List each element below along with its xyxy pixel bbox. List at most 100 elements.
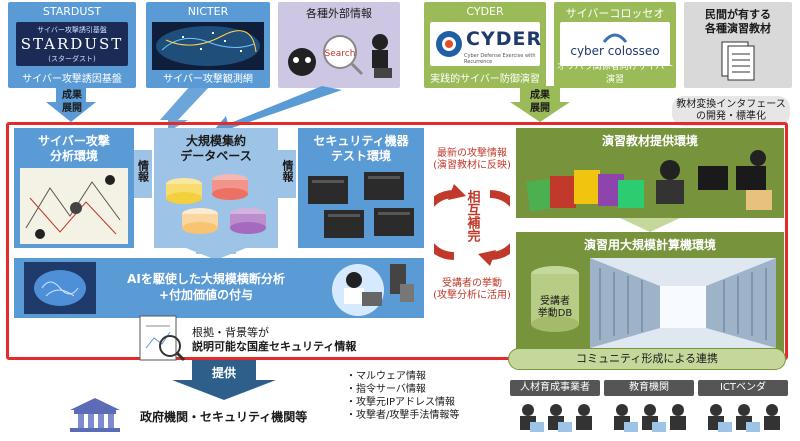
exercise-material-panel: 演習教材提供環境: [516, 128, 784, 218]
down-arrow-head: [186, 248, 246, 260]
mutual-cycle-arrows: [434, 184, 510, 266]
ai-analysis-panel: AIを駆使した大規模横断分析 +付加価値の付与: [14, 258, 424, 318]
colosseo-logo-box: cyber colosseo: [560, 22, 670, 66]
community-title: コミュニティ形成による連携: [575, 352, 718, 365]
provide-label: 提供: [211, 366, 236, 380]
info-item: ・指令サーバ情報: [346, 384, 426, 395]
instructor-icon: [656, 150, 772, 210]
security-test-title-1: セキュリティ機器: [313, 134, 409, 148]
learner-db-cylinder-icon: [531, 266, 579, 332]
green-down-arrow: [620, 218, 680, 232]
teaching-books-icon: [526, 170, 644, 212]
documents-icon: [721, 41, 755, 81]
colosseo-title: サイバーコロッセオ: [565, 7, 665, 20]
private-title-line2: 各種演習教材: [705, 22, 771, 35]
colosseo-sub: オリパラ関係者向けサイバー演習: [556, 62, 674, 85]
stardust-title: STARDUST: [42, 5, 102, 18]
supercomputer-room-icon: [590, 258, 776, 348]
government-label: 政府機関・セキュリティ機関等: [140, 410, 308, 424]
big-db-title-1: 大規模集約: [185, 134, 246, 148]
stardust-sub: サイバー攻撃誘因基盤: [22, 74, 122, 85]
big-db-title-2: データベース: [180, 149, 252, 163]
ai-title-1: AIを駆使した大規模横断分析: [127, 272, 285, 286]
cyber-analysis-panel: サイバー攻撃 分析環境: [14, 128, 134, 248]
cyder-emblem-icon: [436, 31, 462, 57]
exercise-material-title: 演習教材提供環境: [601, 134, 698, 148]
hacker-search-icon: Search: [288, 34, 392, 78]
exercise-compute-panel: 演習用大規模計算機環境 受講者 挙動DB: [516, 232, 784, 356]
private-material-tile: 民間が有する 各種演習教材: [684, 2, 792, 88]
latest-line2: (演習教材に反映): [433, 160, 511, 171]
info-item: ・攻撃者/攻撃手法情報等: [346, 410, 460, 421]
mutual-label: 相互補完: [462, 190, 482, 246]
colosseo-tile: サイバーコロッセオ cyber colosseo オリパラ関係者向けサイバー演習: [554, 2, 676, 88]
info-list: ・マルウェア情報 ・指令サーバ情報 ・攻撃元IPアドレス情報 ・攻撃者/攻撃手法…: [346, 370, 459, 422]
evidence-line2: 説明可能な国産セキュリティ情報: [192, 340, 357, 353]
nicter-tile: NICTER サイバー攻撃観測網: [146, 2, 270, 88]
brain-icon: [24, 262, 96, 314]
cyder-logo-sub: Cyber Defense Exercise with Recurrence: [464, 53, 536, 65]
malware-analysis-icon: [20, 168, 128, 244]
nicter-title: NICTER: [187, 5, 229, 18]
private-title-line1: 民間が有する: [705, 8, 771, 21]
community-group-0: 人材育成事業者: [510, 380, 600, 396]
provide-arrow: [172, 360, 276, 400]
nicter-sub: サイバー攻撃観測網: [163, 74, 253, 85]
interface-callout: 教材変換インタフェース の開発・標準化: [672, 96, 790, 126]
learner-db-label-2: 挙動DB: [537, 308, 573, 319]
government-building-icon: [70, 398, 120, 432]
latest-attack-info: 最新の攻撃情報 (演習教材に反映): [424, 148, 520, 172]
top-connector-arrows: [46, 86, 570, 136]
database-cylinders-icon: [166, 174, 266, 234]
platform-frame: [6, 122, 788, 360]
joho-arrow-2: [278, 150, 296, 198]
stardust-logo: STARDUST: [20, 35, 124, 53]
security-test-title-2: テスト環境: [330, 149, 391, 163]
cyber-analysis-title-1: サイバー攻撃: [38, 134, 110, 148]
evidence-line1: 根拠・背景等が: [192, 326, 269, 339]
mutual-text: 相互補完: [464, 190, 480, 242]
interface-line1: 教材変換インタフェース: [676, 99, 786, 110]
community-group-1: 教育機関: [604, 380, 694, 396]
stardust-logo-top: サイバー攻撃誘引基盤: [37, 26, 107, 34]
latest-line1: 最新の攻撃情報: [437, 148, 507, 159]
world-map-icon: [156, 26, 260, 66]
stardust-logo-bottom: (スターダスト): [48, 55, 96, 63]
seika-label-left-2: 展開: [62, 103, 82, 114]
external-info-tile: 各種外部情報 Search: [278, 2, 400, 88]
info-item: ・マルウェア情報: [346, 371, 426, 382]
exercise-compute-title: 演習用大規模計算機環境: [583, 238, 716, 252]
learner-line2: (攻撃分析に活用): [433, 290, 511, 301]
joho-text-2: 情報: [281, 160, 294, 182]
cyder-tile: CYDER CYDER Cyber Defense Exercise with …: [424, 2, 546, 88]
learner-behavior-info: 受講者の挙動 (攻撃分析に活用): [424, 278, 520, 302]
learner-db-label-1: 受講者: [540, 296, 570, 307]
joho-arrow-1: [134, 150, 152, 198]
joho-label-2: 情報: [278, 160, 296, 185]
cyder-title: CYDER: [466, 5, 504, 18]
seika-label-left-1: 成果: [62, 90, 82, 101]
nicter-globe-map: [152, 22, 264, 70]
interface-line2: の開発・標準化: [696, 111, 766, 122]
search-text: Search: [325, 49, 356, 59]
stardust-tile: STARDUST サイバー攻撃誘引基盤 STARDUST (スターダスト) サイ…: [8, 2, 136, 88]
seika-label-right-1: 成果: [530, 90, 550, 101]
external-info-title: 各種外部情報: [306, 7, 372, 20]
big-db-panel: 大規模集約 データベース: [154, 128, 278, 248]
colosseo-logo: cyber colosseo: [570, 44, 660, 58]
cyder-logo-box: CYDER Cyber Defense Exercise with Recurr…: [430, 22, 543, 66]
community-group-2: ICTベンダ: [698, 380, 788, 396]
server-rack-icon: [308, 172, 414, 238]
analyst-icon: [332, 264, 414, 316]
learner-line1: 受講者の挙動: [442, 278, 502, 289]
info-item: ・攻撃元IPアドレス情報: [346, 397, 455, 408]
community-bar: コミュニティ形成による連携: [508, 348, 786, 370]
report-document-icon: [139, 315, 186, 362]
cyder-sub: 実践的サイバー防御演習: [430, 74, 540, 85]
cyber-analysis-title-2: 分析環境: [49, 149, 98, 163]
joho-text-1: 情報: [136, 160, 150, 182]
ai-title-2: +付加価値の付与: [158, 288, 254, 302]
colosseo-arch-icon: [602, 33, 628, 43]
joho-label-1: 情報: [134, 160, 152, 185]
cyder-logo: CYDER: [466, 28, 543, 50]
